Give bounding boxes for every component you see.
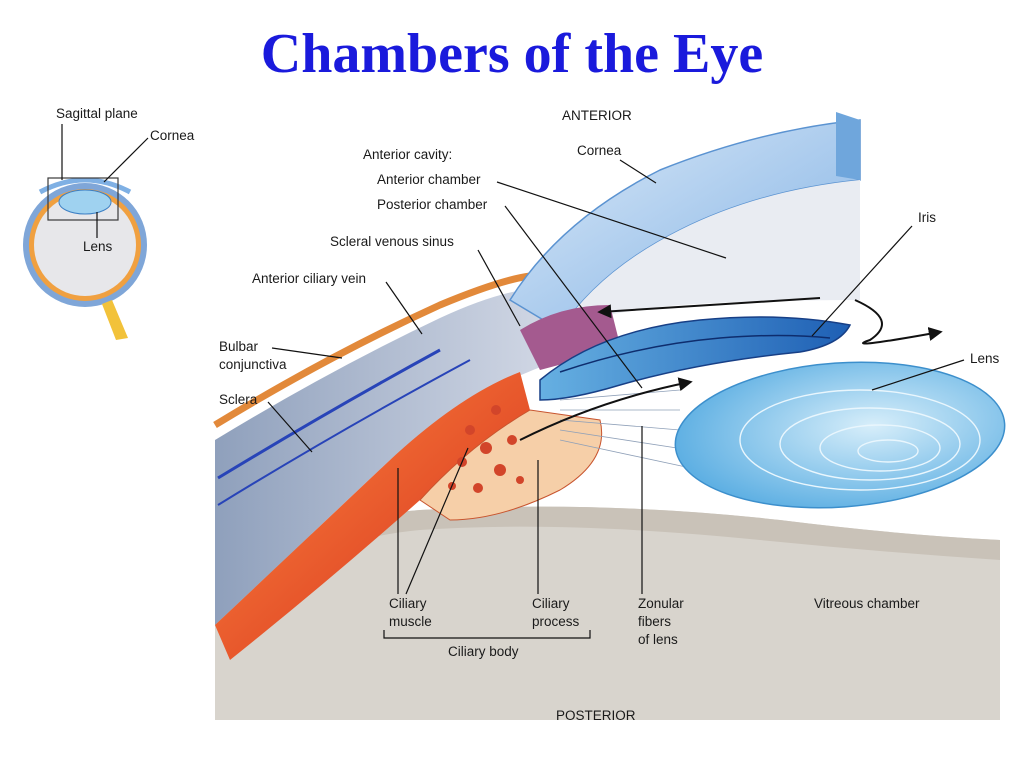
- inset-label-cornea: Cornea: [150, 128, 195, 143]
- label-zonular-2: fibers: [638, 614, 671, 629]
- label-anterior-chamber: Anterior chamber: [377, 172, 481, 187]
- ciliary-body-shape: [419, 409, 603, 521]
- label-lens: Lens: [970, 351, 1000, 366]
- label-cornea: Cornea: [577, 143, 622, 158]
- leader-cornea: [619, 159, 657, 184]
- inset-label-sagittal-plane: Sagittal plane: [56, 106, 138, 121]
- leader-lens: [871, 359, 965, 391]
- vitreous-chamber-region: [215, 506, 1000, 720]
- label-ciliary-process-1: Ciliary: [532, 596, 570, 611]
- label-zonular-1: Zonular: [638, 596, 684, 611]
- leader-posterior-chamber: [504, 205, 643, 389]
- zonular-fibers-lines: [559, 389, 701, 471]
- leader-anterior-chamber: [496, 181, 727, 259]
- label-anterior-ciliary-vein: Anterior ciliary vein: [252, 271, 366, 286]
- iris-shape: [539, 316, 852, 401]
- iris-pigment-line: [559, 334, 831, 373]
- lens-shape: [674, 361, 1006, 509]
- anterior-chamber-region: [560, 180, 860, 330]
- label-posterior-chamber: Posterior chamber: [377, 197, 488, 212]
- label-ciliary-muscle-1: Ciliary: [389, 596, 427, 611]
- leader-scleral-venous-sinus: [477, 249, 521, 327]
- aqueous-flow-arrow-2: [519, 377, 693, 441]
- sclera-vessel-1: [217, 348, 441, 480]
- leader-iris: [811, 225, 913, 337]
- label-ciliary-muscle-2: muscle: [389, 614, 432, 629]
- cornea-cut-face: [836, 112, 860, 180]
- sclera-wall: [215, 288, 560, 625]
- label-iris: Iris: [918, 210, 936, 225]
- label-bulbar-1: Bulbar: [219, 339, 259, 354]
- ciliary-muscle-shape: [215, 372, 530, 660]
- inset-label-lens: Lens: [83, 239, 113, 254]
- inset-plane-box: [47, 177, 119, 221]
- inset-optic-nerve: [102, 300, 128, 340]
- leader-ciliary-muscle-b: [405, 447, 469, 595]
- inset-cornea-shape: [38, 177, 132, 195]
- label-sclera: Sclera: [219, 392, 258, 407]
- label-ciliary-body: Ciliary body: [448, 644, 519, 659]
- inset-eye: [23, 177, 147, 340]
- label-ciliary-process-2: process: [532, 614, 580, 629]
- label-bulbar-2: conjunctiva: [219, 357, 287, 372]
- lens-rings: [739, 389, 981, 491]
- retina-band: [215, 506, 1000, 610]
- leader-anterior-ciliary-vein: [385, 281, 423, 335]
- conjunctiva-edge: [213, 272, 531, 428]
- leader-bulbar-conjunctiva: [271, 347, 343, 359]
- main-eye-section: [213, 112, 1006, 720]
- label-zonular-3: of lens: [638, 632, 678, 647]
- aqueous-flow-arrow-3: [854, 299, 943, 345]
- label-vitreous-chamber: Vitreous chamber: [814, 596, 920, 611]
- ciliary-process-dots: [448, 405, 524, 493]
- bracket-ciliary-body: [383, 630, 591, 639]
- page-title: Chambers of the Eye: [260, 23, 764, 85]
- label-anterior-cavity: Anterior cavity:: [363, 147, 452, 162]
- sclera-vessel-2: [217, 359, 471, 506]
- label-scleral-venous-sinus: Scleral venous sinus: [330, 234, 454, 249]
- leader-sclera: [267, 401, 313, 453]
- label-anterior: ANTERIOR: [562, 108, 632, 123]
- aqueous-flow-arrow-1: [597, 297, 821, 319]
- inset-leader-cornea: [103, 137, 149, 183]
- label-posterior: POSTERIOR: [556, 708, 636, 723]
- inset-lens-shape: [58, 189, 112, 215]
